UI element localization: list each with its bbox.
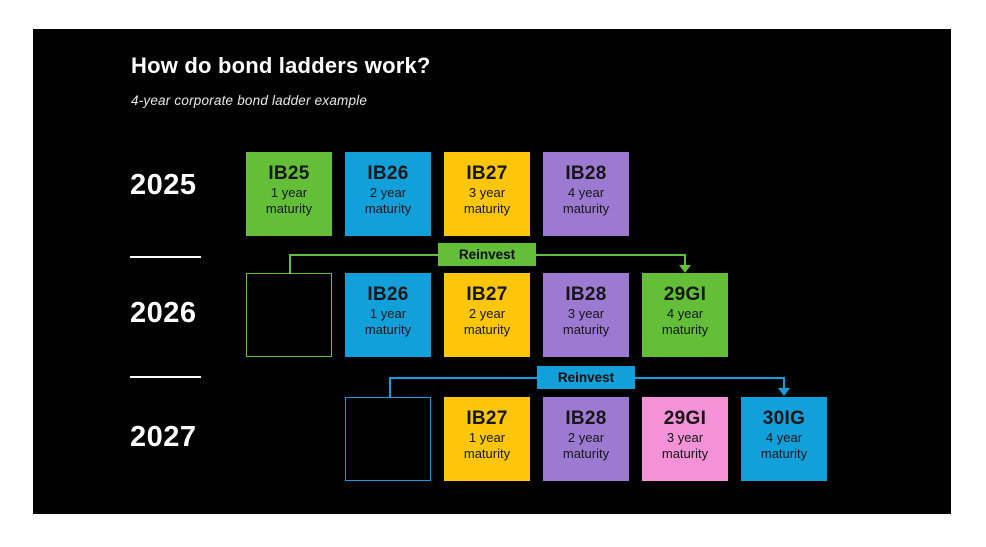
reinvest-line-right bbox=[684, 254, 686, 267]
reinvest-label-2: Reinvest bbox=[537, 366, 635, 389]
diagram-panel: How do bond ladders work? 4-year corpora… bbox=[33, 29, 951, 514]
bond-maturity-label: maturity bbox=[463, 322, 511, 337]
bond-maturity-label: maturity bbox=[463, 446, 511, 461]
bond-term: 3 year bbox=[468, 185, 506, 200]
bond-term: 4 year bbox=[666, 306, 704, 321]
page-title: How do bond ladders work? bbox=[131, 53, 431, 78]
bond-term: 1 year bbox=[468, 430, 506, 445]
matured-bond-placeholder-2027 bbox=[345, 397, 431, 481]
bond-maturity-label: maturity bbox=[562, 446, 610, 461]
reinvest-label-text: Reinvest bbox=[458, 247, 516, 262]
bond-box-2026-ib26: IB26 1 year maturity bbox=[345, 273, 431, 357]
bond-ticker: IB25 bbox=[268, 163, 310, 184]
page-subtitle: 4-year corporate bond ladder example bbox=[131, 93, 368, 108]
bond-ticker: IB27 bbox=[466, 284, 508, 305]
bond-term: 3 year bbox=[567, 306, 605, 321]
bond-box-2027-ib28: IB28 2 year maturity bbox=[543, 397, 629, 481]
bond-maturity-label: maturity bbox=[265, 201, 313, 216]
bond-box-2027-ib27: IB27 1 year maturity bbox=[444, 397, 530, 481]
bond-ticker: IB27 bbox=[466, 408, 508, 429]
bond-box-2026-ib27: IB27 2 year maturity bbox=[444, 273, 530, 357]
bond-ticker: IB26 bbox=[367, 284, 409, 305]
bond-box-2026-29gi: 29GI 4 year maturity bbox=[642, 273, 728, 357]
bond-box-2025-ib26: IB26 2 year maturity bbox=[345, 152, 431, 236]
bond-ticker: 29GI bbox=[663, 284, 707, 305]
bond-box-2027-30ig: 30IG 4 year maturity bbox=[741, 397, 827, 481]
bond-term: 2 year bbox=[369, 185, 407, 200]
bond-box-2026-ib28: IB28 3 year maturity bbox=[543, 273, 629, 357]
year-label-2026: 2026 bbox=[130, 297, 197, 329]
row-divider bbox=[130, 256, 201, 258]
matured-bond-placeholder-2026 bbox=[246, 273, 332, 357]
bond-maturity-label: maturity bbox=[760, 446, 808, 461]
bond-maturity-label: maturity bbox=[661, 322, 709, 337]
bond-maturity-label: maturity bbox=[661, 446, 709, 461]
bond-ticker: 29GI bbox=[663, 408, 707, 429]
bond-term: 2 year bbox=[567, 430, 605, 445]
bond-ticker: IB28 bbox=[565, 163, 607, 184]
reinvest-line-right bbox=[783, 377, 785, 389]
reinvest-line-left bbox=[289, 254, 291, 274]
year-label-2025: 2025 bbox=[130, 169, 197, 201]
bond-maturity-label: maturity bbox=[463, 201, 511, 216]
bond-term: 2 year bbox=[468, 306, 506, 321]
reinvest-label-1: Reinvest bbox=[438, 243, 536, 266]
bond-box-2025-ib28: IB28 4 year maturity bbox=[543, 152, 629, 236]
bond-maturity-label: maturity bbox=[562, 322, 610, 337]
bond-box-2025-ib27: IB27 3 year maturity bbox=[444, 152, 530, 236]
arrow-down-icon bbox=[679, 265, 691, 273]
bond-term: 1 year bbox=[369, 306, 407, 321]
arrow-down-icon bbox=[778, 388, 790, 396]
bond-ticker: IB26 bbox=[367, 163, 409, 184]
bond-ticker: 30IG bbox=[762, 408, 806, 429]
reinvest-label-text: Reinvest bbox=[557, 370, 615, 385]
reinvest-line-left bbox=[389, 377, 391, 398]
bond-box-2025-ib25: IB25 1 year maturity bbox=[246, 152, 332, 236]
bond-maturity-label: maturity bbox=[364, 322, 412, 337]
bond-term: 4 year bbox=[567, 185, 605, 200]
bond-ticker: IB28 bbox=[565, 284, 607, 305]
bond-term: 1 year bbox=[270, 185, 308, 200]
bond-maturity-label: maturity bbox=[562, 201, 610, 216]
row-divider bbox=[130, 376, 201, 378]
bond-term: 4 year bbox=[765, 430, 803, 445]
bond-box-2027-29gi: 29GI 3 year maturity bbox=[642, 397, 728, 481]
bond-maturity-label: maturity bbox=[364, 201, 412, 216]
bond-ticker: IB28 bbox=[565, 408, 607, 429]
year-label-2027: 2027 bbox=[130, 421, 197, 453]
bond-term: 3 year bbox=[666, 430, 704, 445]
bond-ticker: IB27 bbox=[466, 163, 508, 184]
